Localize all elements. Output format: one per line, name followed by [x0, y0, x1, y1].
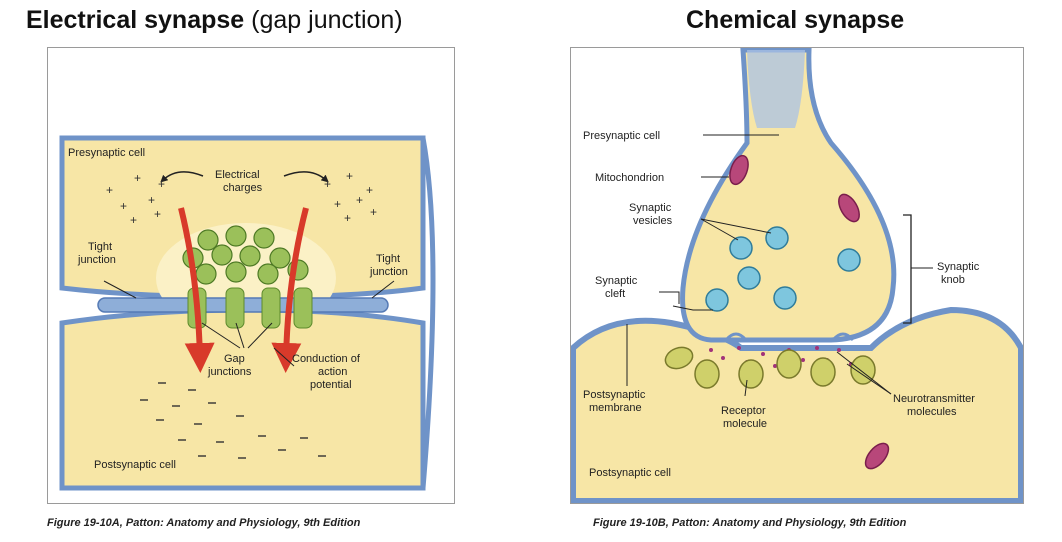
right-current-arrow [271, 207, 309, 373]
label-conduction-2: action [318, 366, 347, 378]
label-neuro-2: molecules [907, 406, 957, 418]
label-knob-2: knob [941, 274, 965, 286]
svg-text:+: + [134, 171, 141, 185]
negative-charges [140, 382, 326, 459]
label-postsynaptic-cell: Postsynaptic cell [589, 467, 671, 479]
label-receptor-1: Receptor [721, 405, 766, 417]
svg-text:+: + [366, 183, 373, 197]
label-tight-left-1: Tight [88, 241, 112, 253]
label-presynaptic-cell: Presynaptic cell [68, 147, 145, 159]
svg-text:+: + [356, 193, 363, 207]
electrical-synapse-title: Electrical synapse (gap junction) [26, 6, 403, 35]
label-tight-left-2: junction [77, 254, 116, 266]
svg-text:+: + [120, 199, 127, 213]
svg-text:+: + [346, 169, 353, 183]
label-cleft-1: Synaptic [595, 275, 638, 287]
label-neuro-1: Neurotransmitter [893, 393, 975, 405]
mitochondria [729, 154, 890, 470]
label-tight-right-2: junction [369, 266, 408, 278]
left-current-arrow [178, 207, 215, 373]
electrical-synapse-figure: +++ ++++ +++ ++++ Presynaptic cell Elect… [47, 47, 455, 504]
label-postsynaptic-cell: Postsynaptic cell [94, 459, 176, 471]
label-presynaptic-cell: Presynaptic cell [583, 130, 660, 142]
title-paren: (gap junction) [251, 6, 403, 34]
chemical-synapse-figure: Presynaptic cell Mitochondrion Synaptic … [570, 47, 1024, 504]
caption-left: Figure 19-10A, Patton: Anatomy and Physi… [47, 517, 361, 529]
label-electrical-1: Electrical [215, 169, 260, 181]
label-cleft-2: cleft [605, 288, 625, 300]
title-bold: Electrical synapse [26, 6, 245, 34]
label-gap-1: Gap [224, 353, 245, 365]
svg-text:+: + [130, 213, 137, 227]
svg-text:+: + [148, 193, 155, 207]
svg-text:+: + [370, 205, 377, 219]
svg-text:+: + [158, 177, 165, 191]
label-receptor-2: molecule [723, 418, 767, 430]
label-tight-right-1: Tight [376, 253, 400, 265]
svg-text:+: + [106, 183, 113, 197]
synaptic-vesicles [705, 226, 861, 312]
label-membrane-2: membrane [589, 402, 642, 414]
positive-charges: +++ ++++ +++ ++++ [106, 169, 377, 227]
label-vesicles-1: Synaptic [629, 202, 672, 214]
electrical-synapse-diagram: +++ ++++ +++ ++++ Presynaptic cell Elect… [49, 49, 453, 502]
label-vesicles-2: vesicles [633, 215, 673, 227]
label-membrane-1: Postsynaptic [583, 389, 646, 401]
svg-text:+: + [324, 177, 331, 191]
chemical-synapse-diagram: Presynaptic cell Mitochondrion Synaptic … [571, 48, 1023, 503]
label-knob-1: Synaptic [937, 261, 980, 273]
svg-text:+: + [334, 197, 341, 211]
chemical-synapse-title: Chemical synapse [686, 6, 905, 34]
label-gap-2: junctions [207, 366, 252, 378]
charge-arrow-right [283, 171, 329, 183]
label-conduction-1: Conduction of [292, 353, 361, 365]
svg-text:+: + [344, 211, 351, 225]
label-mitochondrion: Mitochondrion [595, 172, 664, 184]
synaptic-knob-bracket [903, 214, 912, 324]
charge-arrow-left [160, 171, 204, 183]
svg-text:+: + [154, 207, 161, 221]
label-electrical-2: charges [223, 182, 263, 194]
caption-right: Figure 19-10B, Patton: Anatomy and Physi… [593, 517, 907, 529]
label-conduction-3: potential [310, 379, 352, 391]
